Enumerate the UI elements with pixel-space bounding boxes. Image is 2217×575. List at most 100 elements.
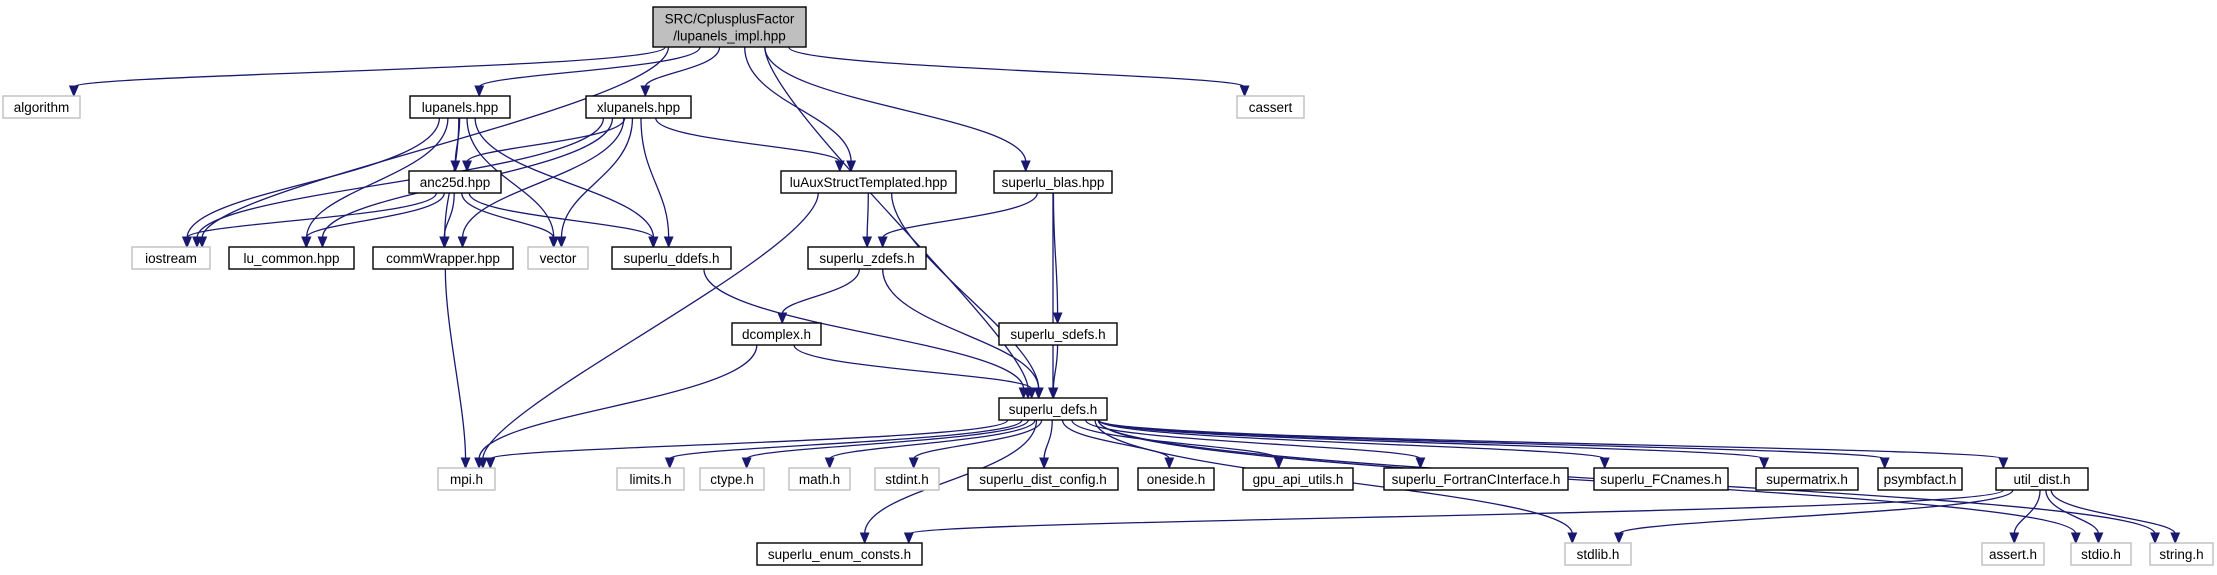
arrow-head-icon	[777, 312, 788, 325]
node-label: dcomplex.h	[742, 327, 811, 342]
edge-line	[444, 268, 467, 460]
node-box	[409, 95, 511, 119]
node-label: vector	[540, 251, 577, 266]
arrow-head-icon	[1039, 457, 1050, 470]
node-box	[788, 467, 851, 491]
node-label: superlu_enum_consts.h	[768, 547, 911, 562]
node-label: stdint.h	[885, 472, 929, 487]
node-label: superlu_dist_config.h	[979, 472, 1107, 487]
edge-commwrap-to-mpi	[444, 268, 471, 470]
node-box	[874, 467, 940, 491]
node-dcomplex[interactable]: dcomplex.h	[731, 322, 822, 346]
node-sblas[interactable]: superlu_blas.hpp	[993, 170, 1113, 194]
node-xlupanels[interactable]: xlupanels.hpp	[585, 95, 692, 119]
node-anc25d[interactable]: anc25d.hpp	[408, 170, 502, 194]
nodes-layer: SRC/CplusplusFactor/lupanels_impl.hppalg…	[2, 6, 2214, 566]
node-stdlib: stdlib.h	[1564, 542, 1632, 566]
edge-root-to-lupanels	[474, 46, 701, 98]
node-sdefs[interactable]: superlu_defs.h	[998, 397, 1108, 421]
node-box	[1981, 542, 2045, 566]
node-szdefs[interactable]: superlu_zdefs.h	[807, 246, 927, 270]
node-box	[998, 322, 1118, 346]
node-sfortran[interactable]: superlu_FortranCInterface.h	[1383, 467, 1569, 491]
node-utildist[interactable]: util_dist.h	[1995, 467, 2089, 491]
node-root[interactable]: SRC/CplusplusFactor/lupanels_impl.hpp	[652, 6, 807, 48]
edge-line	[644, 46, 721, 88]
node-box	[585, 95, 692, 119]
edge-sdefs-to-stdio	[1097, 419, 2081, 545]
node-lucommon[interactable]: lu_common.hpp	[228, 246, 355, 270]
node-vector: vector	[527, 246, 589, 270]
arrow-head-icon	[485, 457, 496, 470]
node-box	[228, 246, 355, 270]
arrow-head-icon	[1018, 387, 1029, 400]
node-senum[interactable]: superlu_enum_consts.h	[756, 542, 923, 566]
node-box	[1242, 467, 1354, 491]
arrow-head-icon	[181, 236, 192, 249]
edge-line	[787, 46, 1246, 88]
arrow-head-icon	[1020, 160, 1031, 173]
node-label: SRC/CplusplusFactor	[665, 12, 795, 27]
node-label: supermatrix.h	[1766, 472, 1848, 487]
arrow-head-icon	[903, 532, 914, 545]
node-label: xlupanels.hpp	[597, 100, 680, 115]
node-stringh: string.h	[2149, 542, 2214, 566]
node-box	[1236, 95, 1305, 119]
edge-anc25d-to-vector	[461, 192, 559, 249]
edge-anc25d-to-commwrap	[439, 192, 455, 249]
node-lupanels[interactable]: lupanels.hpp	[409, 95, 511, 119]
arrow-head-icon	[834, 160, 845, 173]
node-ssdefs[interactable]: superlu_sdefs.h	[998, 322, 1118, 346]
node-gpuapi[interactable]: gpu_api_utils.h	[1242, 467, 1354, 491]
node-luaux[interactable]: luAuxStructTemplated.hpp	[780, 170, 957, 194]
edge-line	[201, 46, 670, 239]
arrow-head-icon	[474, 457, 485, 470]
edge-anc25d-to-sddefs	[468, 192, 659, 249]
edge-line	[2045, 489, 2100, 535]
arrow-head-icon	[824, 457, 835, 470]
edge-sdefs-to-limits	[664, 419, 1023, 470]
node-label: superlu_zdefs.h	[819, 251, 914, 266]
node-box	[1593, 467, 1729, 491]
edge-szdefs-to-dcomplex	[777, 268, 861, 325]
edge-line	[1097, 419, 2005, 460]
node-sfcnames[interactable]: superlu_FCnames.h	[1593, 467, 1729, 491]
node-commwrap[interactable]: commWrapper.hpp	[372, 246, 514, 270]
node-supermatrix[interactable]: supermatrix.h	[1755, 467, 1859, 491]
node-oneside[interactable]: oneside.h	[1137, 467, 1215, 491]
node-box	[998, 397, 1108, 421]
edge-line	[669, 419, 1023, 460]
node-sddefs[interactable]: superlu_ddefs.h	[611, 246, 732, 270]
edge-sblas-to-szdefs	[877, 192, 1038, 249]
node-box	[993, 170, 1113, 194]
node-box	[652, 6, 807, 48]
edge-line	[1097, 419, 1606, 460]
arrow-head-icon	[474, 85, 485, 98]
node-psymbfact[interactable]: psymbfact.h	[1877, 467, 1963, 491]
edge-sddefs-to-sdefs	[703, 268, 1029, 400]
edge-line	[2050, 489, 2176, 535]
node-box	[2070, 542, 2132, 566]
node-label: limits.h	[629, 472, 671, 487]
arrow-head-icon	[664, 457, 675, 470]
edges-layer	[68, 46, 2181, 545]
edge-xlupanels-to-iostream	[192, 117, 605, 249]
arrow-head-icon	[548, 236, 559, 249]
arrow-head-icon	[462, 160, 473, 173]
edge-line	[560, 117, 634, 239]
edge-line	[1097, 419, 1886, 460]
arrow-head-icon	[1613, 532, 1624, 545]
arrow-head-icon	[877, 236, 888, 249]
node-box	[611, 246, 732, 270]
arrow-head-icon	[908, 457, 919, 470]
edge-root-to-sblas	[764, 46, 1031, 173]
node-sdconfig[interactable]: superlu_dist_config.h	[967, 467, 1119, 491]
arrow-head-icon	[2009, 532, 2020, 545]
edge-sdefs-to-stdint	[908, 419, 1043, 470]
edge-line	[461, 192, 555, 239]
edge-line	[882, 268, 1040, 390]
node-label: lupanels.hpp	[422, 100, 499, 115]
edge-line	[443, 192, 455, 239]
arrow-head-icon	[460, 457, 471, 470]
node-label: luAuxStructTemplated.hpp	[790, 175, 948, 190]
